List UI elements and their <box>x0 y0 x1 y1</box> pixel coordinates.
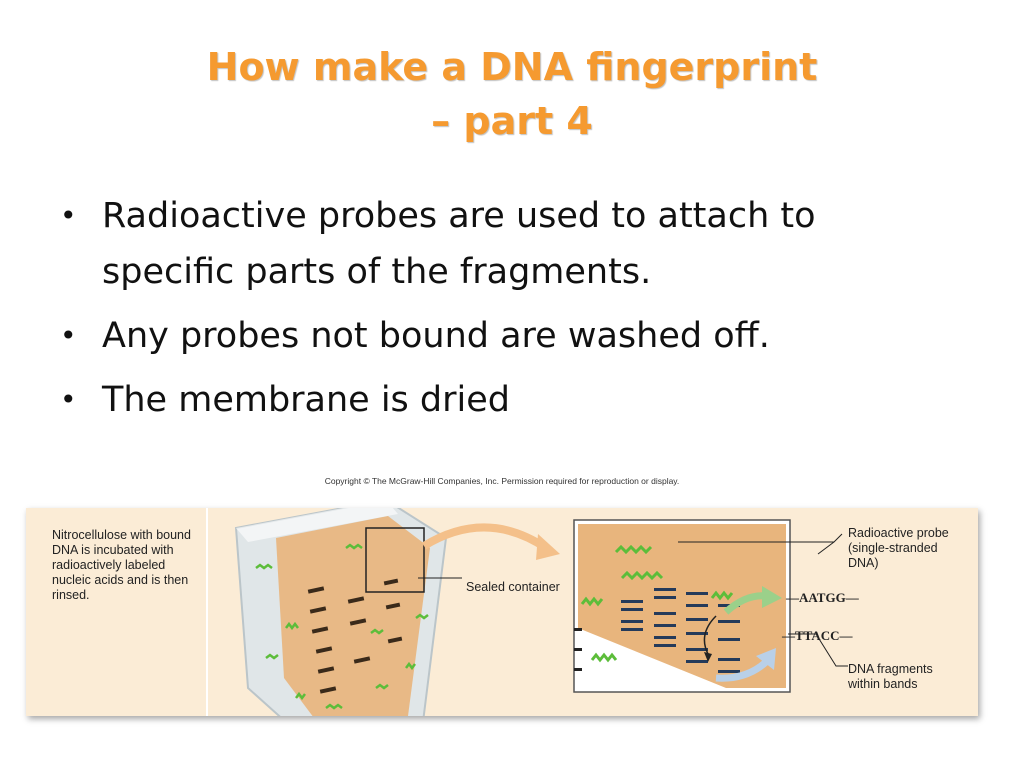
figure-panel: Nitrocellulose with bound DNA is incubat… <box>26 508 978 716</box>
bullet-icon: • <box>60 319 77 352</box>
label-leaders <box>678 533 848 667</box>
zoomed-probes <box>580 544 734 663</box>
figure-caption: Nitrocellulose with bound DNA is incubat… <box>52 528 191 602</box>
figure-illustration <box>234 508 848 716</box>
zoomed-membrane <box>573 519 791 693</box>
zoom-box <box>365 527 425 593</box>
target-sequence: —TTACC— <box>782 628 853 643</box>
sealed-container-label: Sealed container <box>466 580 560 594</box>
bullet-text: Any probes not bound are washed off. <box>102 316 770 356</box>
binding-arrow-icon <box>703 615 717 655</box>
slide-title: How make a DNA fingerprint – part 4 <box>0 40 1024 148</box>
zoom-arrow-icon <box>421 523 549 552</box>
fragments-label: DNA fragments within bands <box>848 662 933 691</box>
probe-label: Radioactive probe (single-stranded DNA) <box>848 526 949 570</box>
bullet-list: • Radioactive probes are used to attach … <box>56 188 956 436</box>
zoomed-bands <box>574 588 740 673</box>
bullet-item: • Any probes not bound are washed off. <box>56 308 956 364</box>
bag-probes <box>255 543 429 710</box>
bullet-text: Radioactive probes are used to attach to… <box>102 196 816 292</box>
bag-bands <box>307 578 403 694</box>
bullet-icon: • <box>60 199 77 232</box>
bullet-icon: • <box>60 383 77 416</box>
sealed-bag-icon <box>234 508 448 716</box>
fragment-arrow-icon <box>715 659 769 682</box>
dna-probe-figure: Copyright © The McGraw-Hill Companies, I… <box>26 470 978 760</box>
title-line-1: How make a DNA fingerprint <box>206 45 818 89</box>
bullet-item: • Radioactive probes are used to attach … <box>56 188 956 300</box>
copyright-notice: Copyright © The McGraw-Hill Companies, I… <box>324 476 680 486</box>
bullet-item: • The membrane is dried <box>56 372 956 428</box>
title-line-2: – part 4 <box>431 99 593 143</box>
bullet-text: The membrane is dried <box>102 380 511 420</box>
panel-divider <box>206 508 208 716</box>
probe-sequence: —AATGG— <box>786 590 859 605</box>
